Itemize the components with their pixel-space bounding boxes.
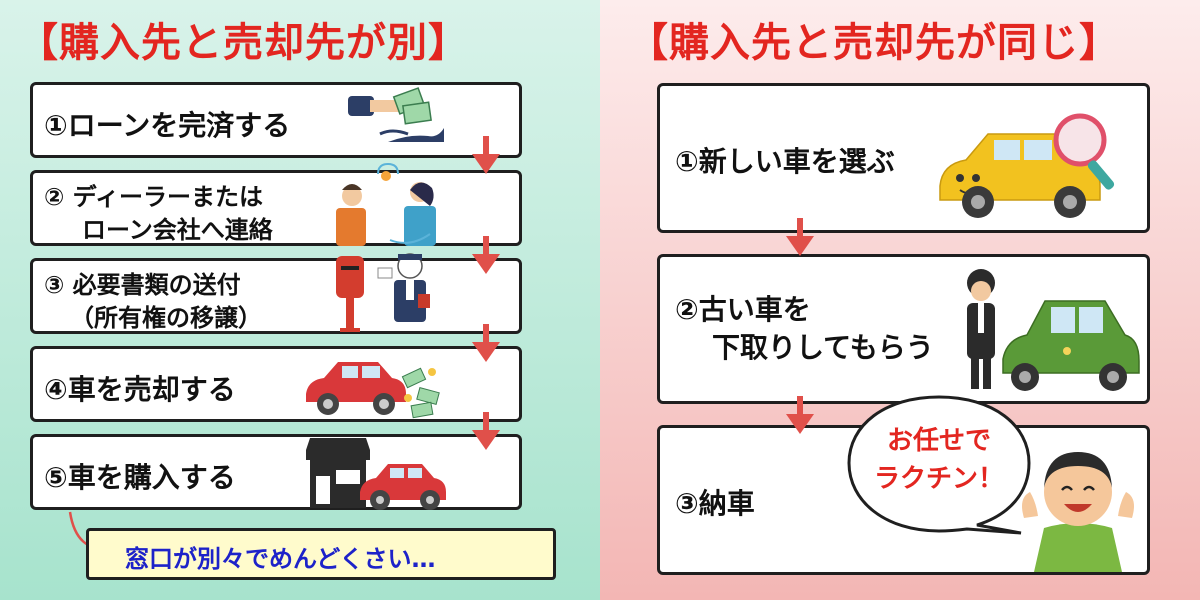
- arrow-down-icon: [472, 324, 500, 362]
- right-step-1-label: ①新しい車を選ぶ: [675, 145, 895, 178]
- right-title: 【購入先と売却先が同じ】: [628, 20, 1120, 66]
- happy-man-icon: [1022, 452, 1134, 572]
- left-step-1-label: ①ローンを完済する: [44, 109, 291, 142]
- right-step-3-label: ③納車: [675, 487, 755, 520]
- left-step-4-label: ④車を売却する: [44, 373, 236, 406]
- arrow-down-icon: [786, 396, 814, 434]
- arrow-down-icon: [472, 412, 500, 450]
- bubble-line2: ラクチン！: [873, 464, 1004, 494]
- arrow-down-icon: [472, 236, 500, 274]
- note-box: 窓口が別々でめんどくさい…: [86, 528, 556, 580]
- left-step-1-box: [30, 82, 522, 158]
- phone-call-icon: [336, 162, 436, 246]
- left-step-3-box: [30, 258, 522, 334]
- speech-bubble: [847, 395, 1031, 535]
- left-step-2-line1: ② ディーラーまたは: [44, 183, 263, 211]
- postbox-icon: [336, 253, 430, 332]
- note-text: 窓口が別々でめんどくさい…: [125, 545, 436, 573]
- left-step-3-line1: ③ 必要書類の送付: [44, 271, 241, 299]
- left-step-5-label: ⑤車を購入する: [44, 461, 236, 494]
- arrow-down-icon: [786, 218, 814, 256]
- left-title: 【購入先と売却先が別】: [18, 20, 469, 66]
- staff-car-icon: [967, 269, 1140, 391]
- car-money-icon: [306, 362, 440, 419]
- car-magnifier-icon: [939, 113, 1115, 218]
- shop-car-icon: [306, 438, 446, 510]
- bubble-line1: お任せで: [886, 426, 991, 456]
- left-step-3-line2: （所有権の移譲）: [70, 304, 262, 332]
- arrow-down-icon: [472, 136, 500, 174]
- right-step-2-line2: 下取りしてもらう: [712, 331, 934, 364]
- money-hand-icon: [348, 87, 444, 142]
- right-step-2-line1: ②古い車を: [675, 293, 811, 326]
- left-step-2-box: [30, 170, 522, 246]
- left-step-2-line2: ローン会社へ連絡: [82, 216, 273, 244]
- left-step-4-box: [30, 346, 522, 422]
